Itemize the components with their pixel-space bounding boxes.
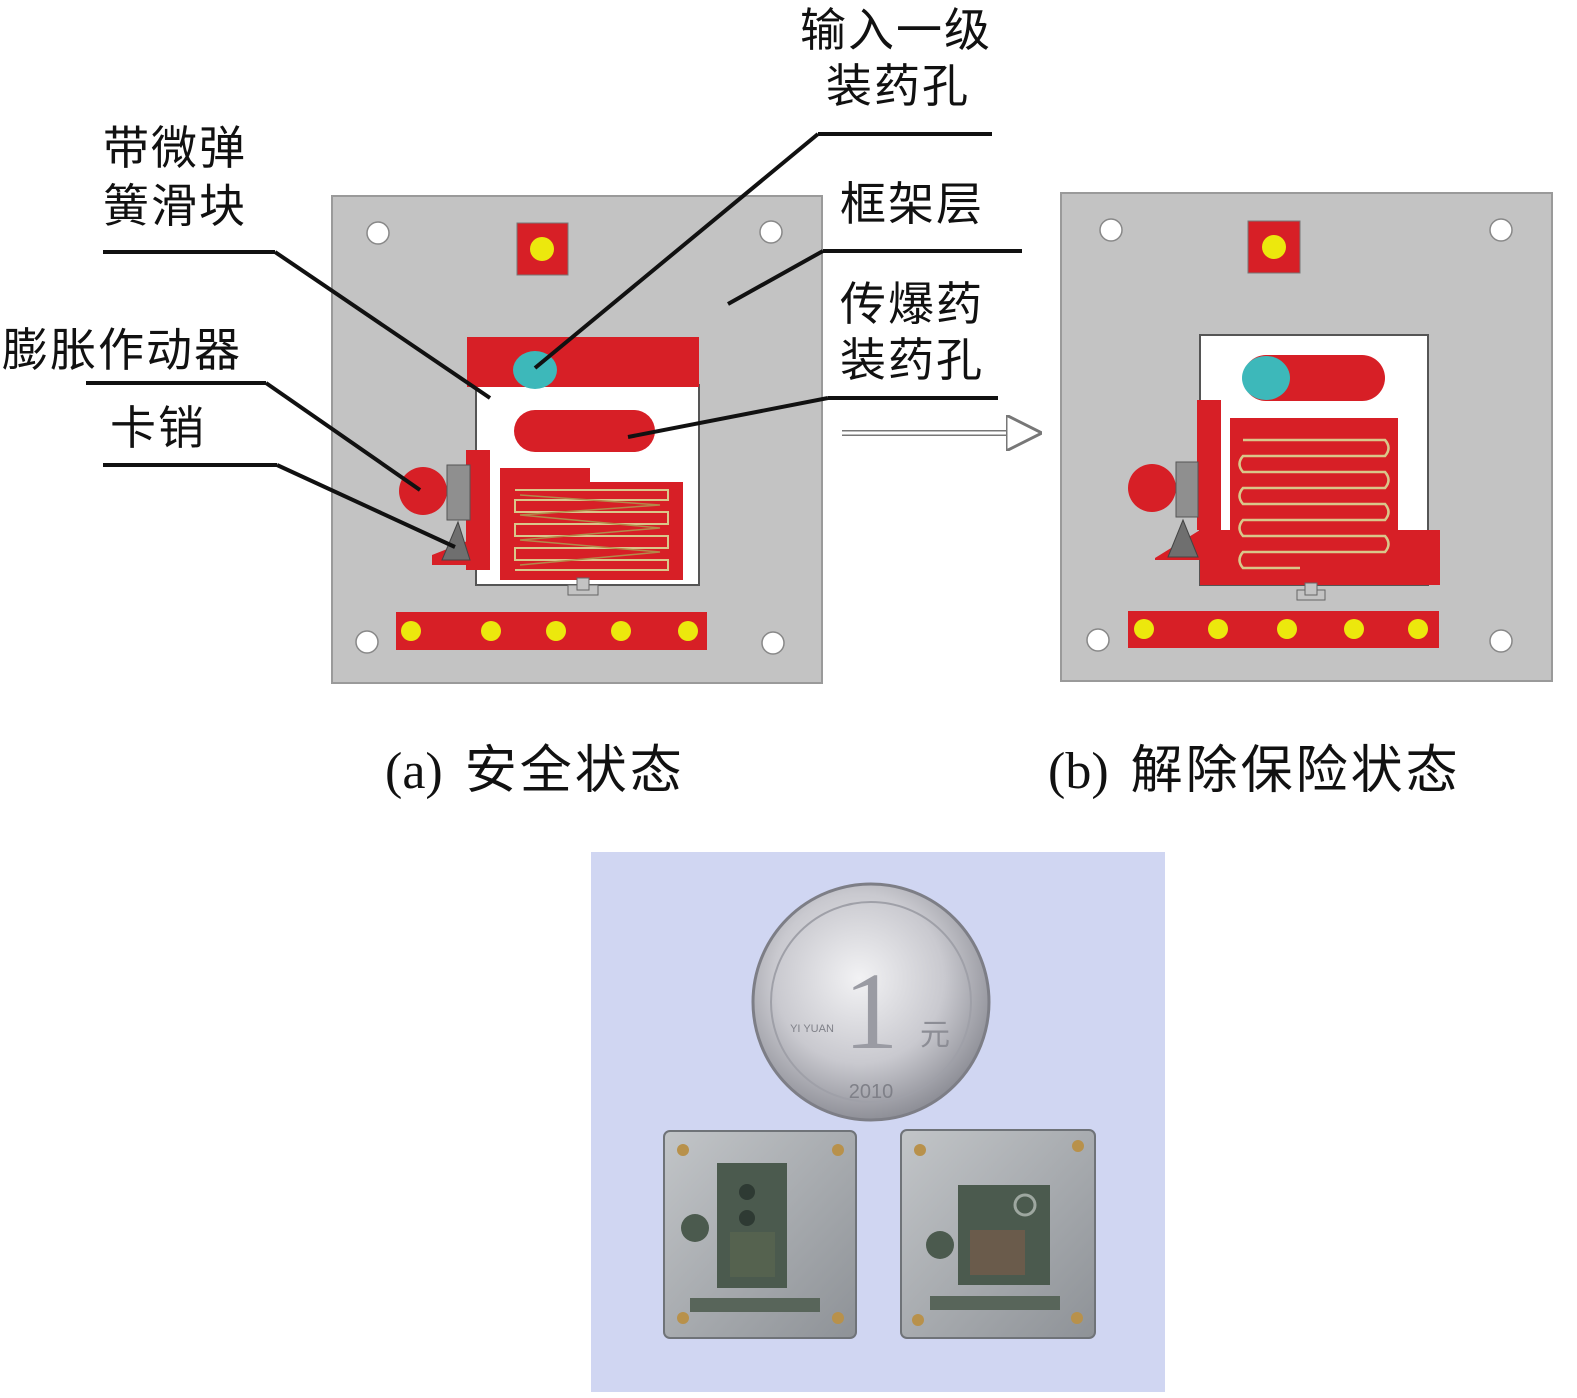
caption-a: (a) 安全状态 <box>385 728 685 803</box>
latch-pin <box>1167 518 1199 558</box>
micro-spring <box>514 489 669 571</box>
label-input-charge-hole-line2: 装药孔 <box>826 59 970 113</box>
micro-spring <box>1238 438 1390 570</box>
leader-lines <box>86 132 1022 549</box>
mount-hole <box>355 630 379 654</box>
caption-b-text: 解除保险状态 <box>1130 741 1461 801</box>
input-charge-hole <box>1242 356 1290 400</box>
mount-hole <box>761 631 785 655</box>
slider-top-bar <box>467 337 699 387</box>
label-expansion-actuator: 膨胀作动器 <box>2 323 242 377</box>
slider-left-arm <box>1197 400 1221 530</box>
caption-a-letter: (a) <box>385 743 443 800</box>
mount-hole <box>1489 629 1513 653</box>
panel-b-armed-state <box>1060 192 1553 682</box>
label-frame-layer: 框架层 <box>840 177 984 231</box>
mount-hole <box>366 221 390 245</box>
label-booster-hole-line1: 传爆药 <box>840 277 984 331</box>
mount-hole <box>759 220 783 244</box>
input-dot <box>530 237 554 261</box>
booster-charge-hole <box>514 410 655 452</box>
spring-block <box>1200 440 1440 585</box>
caption-b-letter: (b) <box>1048 743 1109 800</box>
latch-pin <box>441 520 471 561</box>
coin-latin: YI YUAN <box>790 1023 834 1035</box>
device-photo: 1 元 2010 YI YUAN <box>591 852 1165 1392</box>
mount-hole <box>1099 218 1123 242</box>
label-slider-line2: 簧滑块 <box>103 179 247 233</box>
label-booster-hole-line2: 装药孔 <box>840 333 984 387</box>
label-latch-pin: 卡销 <box>110 401 206 455</box>
coin-year: 2010 <box>849 1081 894 1103</box>
mount-hole <box>1489 218 1513 242</box>
coin-denomination: 1 <box>844 950 899 1072</box>
expansion-actuator <box>1128 464 1176 512</box>
coin-unit: 元 <box>920 1018 950 1053</box>
mount-hole <box>1086 628 1110 652</box>
coin <box>751 882 991 1122</box>
panel-a-safe-state <box>331 195 823 684</box>
caption-b: (b) 解除保险状态 <box>1048 728 1461 803</box>
label-slider-line1: 带微弹 <box>103 121 247 175</box>
actuator-mount <box>446 464 471 521</box>
caption-a-text: 安全状态 <box>464 741 685 801</box>
expansion-actuator <box>399 467 447 515</box>
label-input-charge-hole-line1: 输入一级 <box>800 3 992 57</box>
